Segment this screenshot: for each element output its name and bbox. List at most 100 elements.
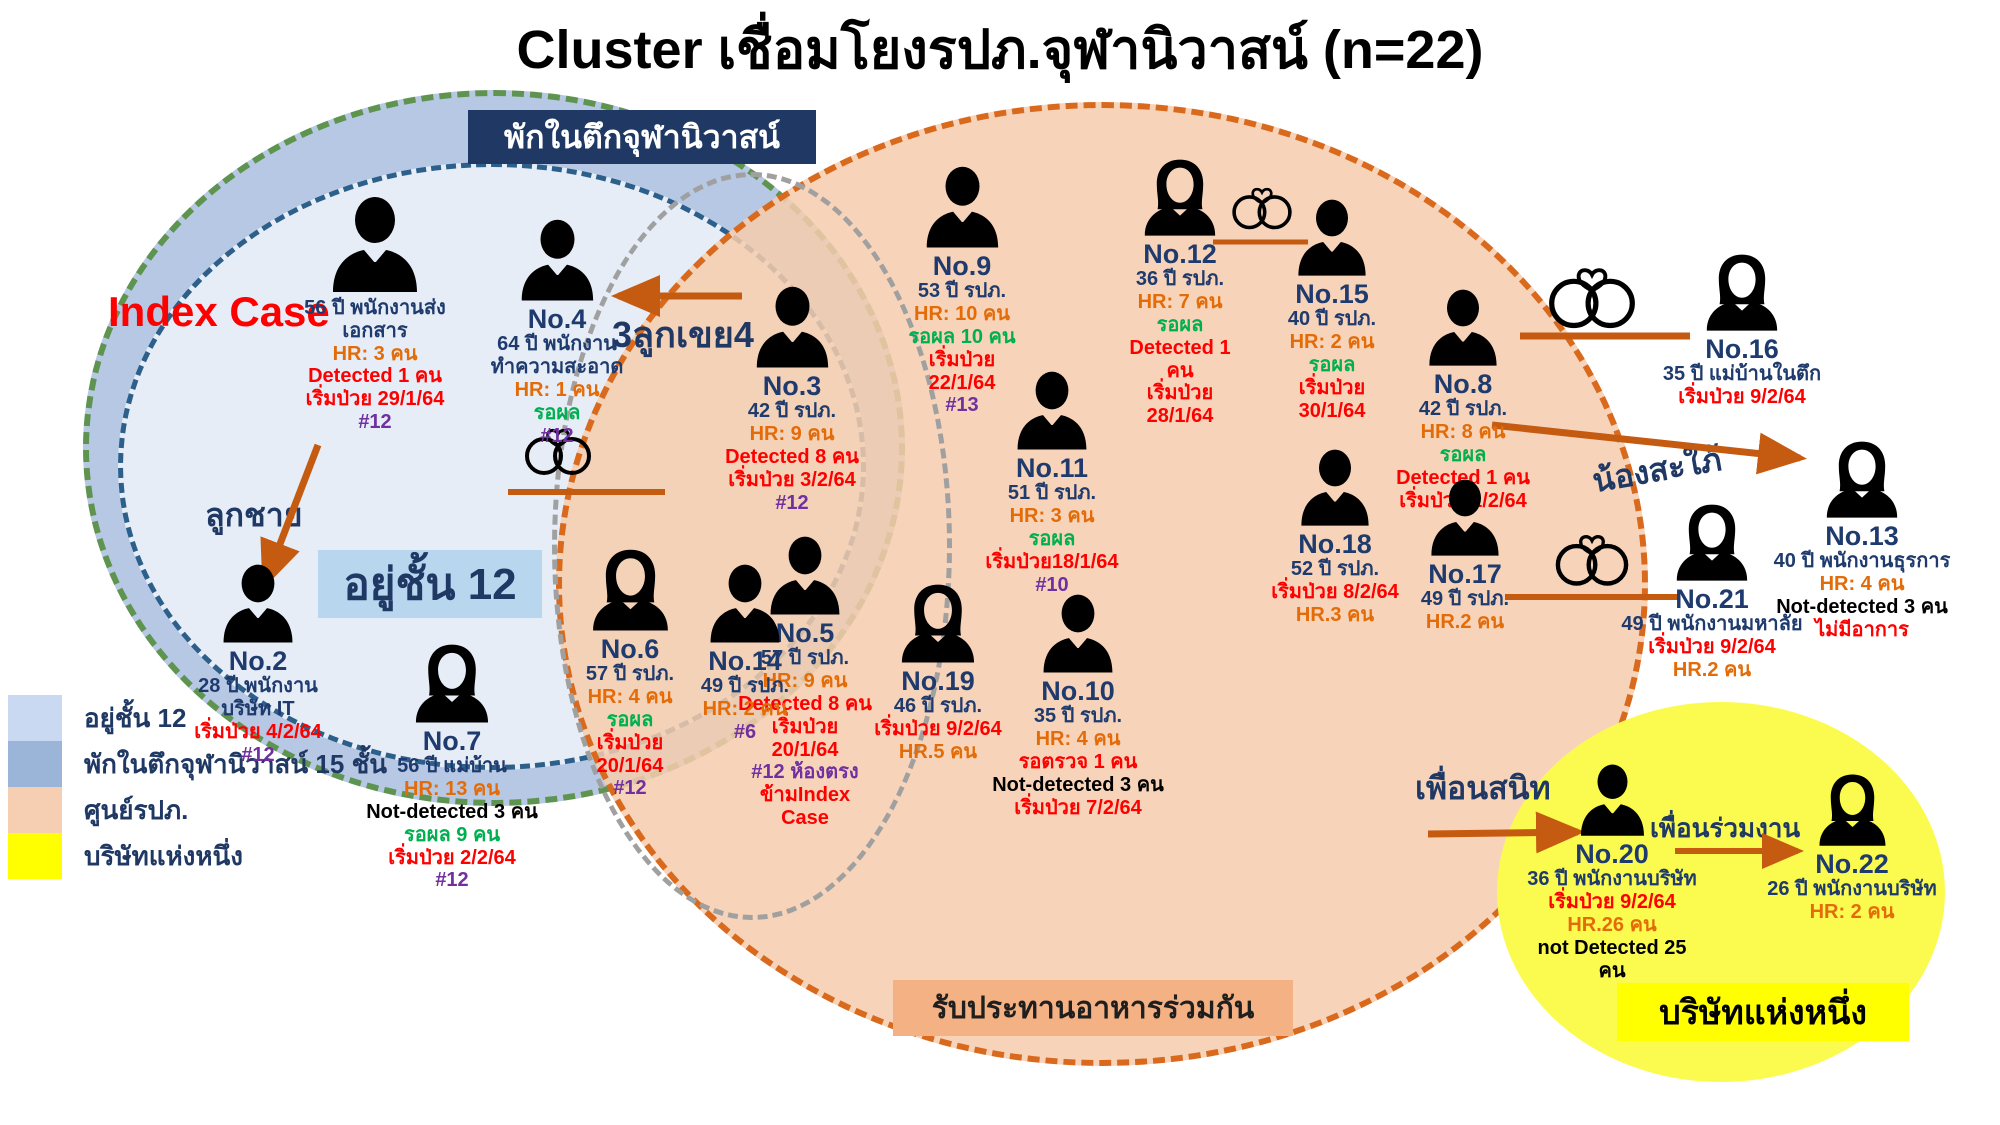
person-detail: คน [1598,959,1626,982]
person-number: No.9 [932,251,992,281]
male-person-icon [1575,763,1650,838]
person-detail: Detected 1 คน [1396,466,1530,489]
person-detail: เริ่มป่วย 9/2/64 [1548,891,1676,914]
person-detail: เริ่มป่วย 9/2/64 [1678,386,1806,409]
person-detail: 26 ปี พนักงานบริษัท [1767,878,1937,901]
person-detail: HR.2 คน [1672,658,1752,681]
female-person-icon [1672,503,1752,583]
person-detail: Not-detected 3 คน [992,773,1164,796]
male-person-icon [1423,288,1503,368]
person-detail: #12 [435,869,469,892]
person-detail: #10 [1035,573,1069,596]
person-detail: 56 ปี แม่บ้าน [397,755,507,778]
male-person-icon [325,195,425,295]
person-detail: เริ่มป่วย 4/2/64 [194,720,322,743]
person-detail: 57 ปี รปภ. [585,663,675,686]
person-detail: 46 ปี รปภ. [893,695,983,718]
person-detail: เริ่มป่วย 3/2/64 [728,468,856,491]
person-detail: 22/1/64 [928,371,996,394]
person-number: No.15 [1295,279,1369,309]
legend-label: ศูนย์รปภ. [84,794,189,825]
person-detail: HR: 8 คน [1420,421,1506,444]
company-label: บริษัทแห่งหนึ่ง [1617,983,1909,1041]
person-number: No.11 [1015,453,1089,483]
person-detail: 49 ปี รปภ. [700,675,790,698]
person-detail: รอผล [1308,353,1356,376]
female-person-icon [1702,253,1782,333]
legend-item: บริษัทแห่งหนึ่ง [8,833,387,879]
legend-swatch [8,695,62,741]
male-person-icon [1037,593,1119,675]
legend-swatch [8,833,62,879]
male-person-icon [1292,198,1372,278]
person-detail: Detected 1 [1129,336,1231,359]
person-detail: 28/1/64 [1146,405,1214,428]
person-number: No.18 [1298,529,1372,559]
person-number: No.2 [228,646,288,676]
female-person-icon [411,643,493,725]
male-person-icon [217,563,299,645]
person-detail: 52 ปี รปภ. [1290,558,1380,581]
person-detail: HR: 3 คน [1009,505,1095,528]
person-detail: #12 [775,491,809,514]
person-detail: 53 ปี รปภ. [917,280,1007,303]
person-detail: Not-detected 3 คน [1776,595,1948,618]
female-person-icon [1140,158,1220,238]
person-number: No.16 [1705,334,1779,364]
person-detail: รอตรวจ 1 คน [1018,750,1138,773]
person-detail: 20/1/64 [596,754,664,777]
male-person-icon [1295,448,1375,528]
person-detail: เริ่มป่วย18/1/64 [985,550,1119,573]
person-detail: 36 ปี พนักงานบริษัท [1527,868,1697,891]
person-detail: 56 ปี พนักงานส่ง [304,297,446,319]
person-detail: รอผล [606,708,654,731]
building-label: พักในตึกจุฬานิวาสน์ [468,110,816,164]
male-person-icon [1425,478,1505,558]
person-detail: 51 ปี รปภ. [1007,482,1097,505]
person-detail: HR: 9 คน [749,423,835,446]
relation-label-son: ลูกชาย [205,497,303,533]
person-detail: #12 [241,743,275,766]
person-detail: ทำความสะอาด [490,356,624,379]
person-detail: HR: 3 คน [332,342,418,365]
person-detail: Detected 8 คน [738,692,872,715]
person-detail: Detected 8 คน [725,445,859,468]
person-number: No.4 [527,304,587,334]
person-number: No.17 [1428,559,1502,589]
legend-item: พักในตึกจุฬานิวาสน์ 15 ชั้น [8,741,387,787]
male-person-icon [750,285,835,370]
male-person-icon [704,563,786,645]
person-number: No.20 [1575,839,1649,869]
person-detail: HR: 2 คน [1809,901,1895,924]
legend-swatch [8,741,62,787]
person-number: No.19 [901,666,975,696]
person-detail: #12 ห้องตรง [751,761,859,784]
person-number: No.21 [1675,584,1749,614]
person-detail: #6 [733,720,757,743]
legend-item: ศูนย์รปภ. [8,787,387,833]
person-detail: #12 [540,424,574,447]
person-detail: #13 [945,394,979,417]
person-number: No.14 [708,646,782,676]
person-number: No.12 [1143,239,1217,269]
legend-label: บริษัทแห่งหนึ่ง [84,840,243,871]
legend-swatch [8,787,62,833]
person-detail: เริ่มป่วย [928,348,996,371]
person-detail: 30/1/64 [1298,399,1366,422]
page-title: Cluster เชื่อมโยงรปภ.จุฬานิวาสน์ (n=22) [516,20,1484,80]
person-detail: รอผล [1156,313,1204,336]
person-detail: รอผล [533,401,581,424]
person-detail: 36 ปี รปภ. [1135,268,1225,291]
floor12-label: อยู่ชั้น 12 [318,550,542,618]
